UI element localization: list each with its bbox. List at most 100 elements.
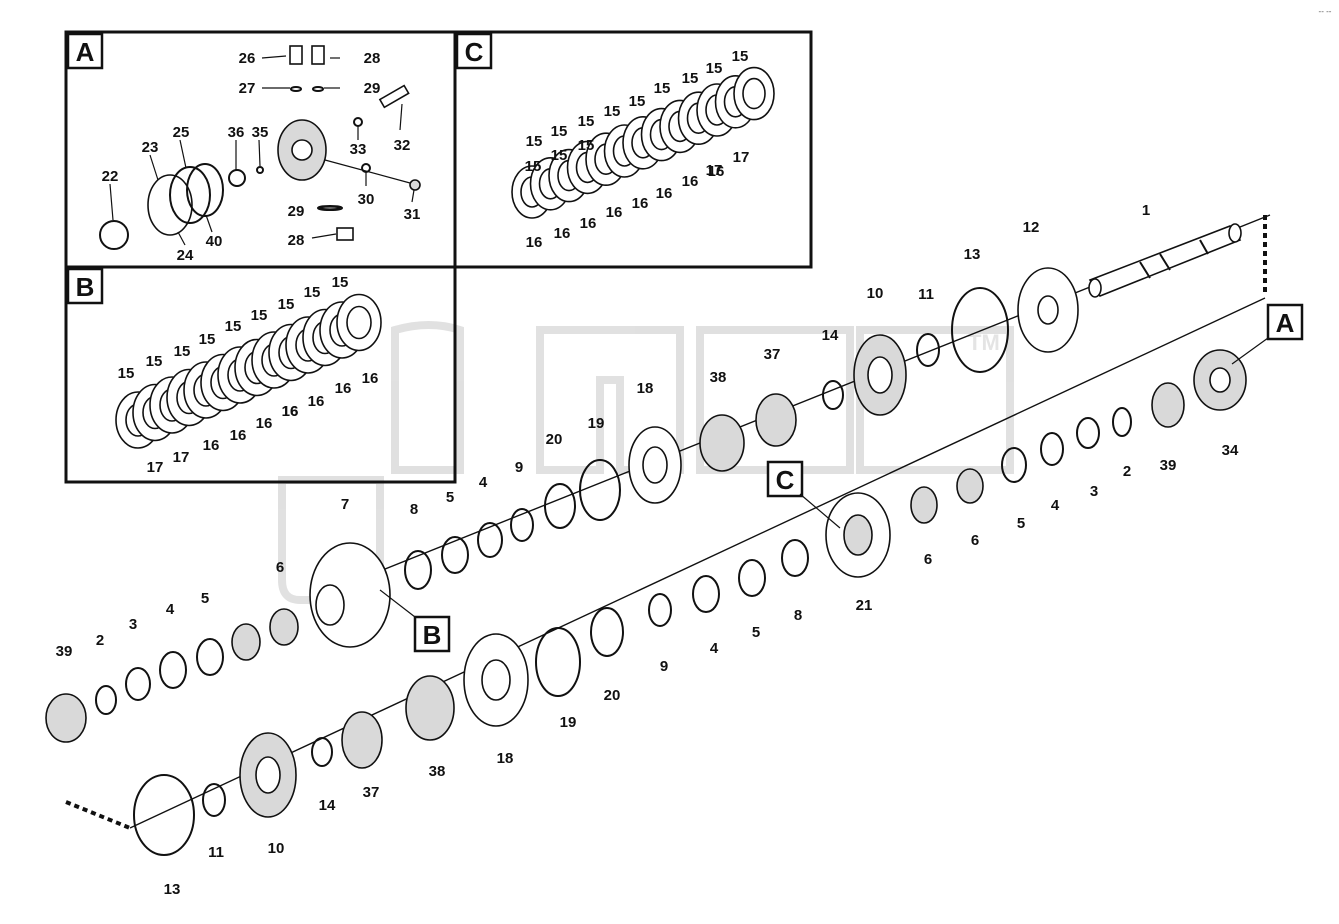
washer-part: [1076, 417, 1100, 449]
washer-part: [1001, 447, 1027, 483]
label-a-31: 31: [404, 206, 421, 223]
label-lower-8: 37: [363, 784, 380, 801]
housing-plate-part: [147, 174, 193, 236]
label-b-19: 16: [362, 370, 379, 387]
label-a-40: 40: [206, 233, 223, 250]
label-a-25: 25: [173, 124, 190, 141]
label-b-4: 15: [225, 318, 242, 335]
label-c-1: 15: [551, 123, 568, 140]
label-b-8: 15: [332, 274, 349, 291]
tag-c: C: [766, 460, 841, 529]
label-main-9: 19: [588, 415, 605, 432]
fitting-part: [289, 45, 303, 65]
main-assembly: A B C 1121311101437381819209458765432396…: [45, 202, 1304, 898]
label-main-22: 6: [924, 551, 932, 568]
washer-part: [196, 638, 224, 676]
label-c-15: 16: [606, 204, 623, 221]
label-c-10: 15: [551, 147, 568, 164]
label-main-23: 6: [971, 532, 979, 549]
label-main-11: 9: [515, 459, 523, 476]
label-a-22: 22: [102, 168, 119, 185]
fitting-part: [336, 227, 354, 241]
label-lower-4: 20: [604, 687, 621, 704]
label-main-0: 1: [1142, 202, 1150, 219]
label-a-27: 27: [239, 80, 256, 97]
detail-box-c-title: C: [465, 37, 484, 67]
label-main-10: 20: [546, 431, 563, 448]
label-b-16: 16: [282, 403, 299, 420]
label-main-30: 21: [856, 597, 873, 614]
washer-part: [159, 651, 187, 689]
label-main-18: 4: [166, 601, 175, 618]
o-ring-part: [99, 220, 129, 250]
taper-bearing-part: [45, 693, 87, 743]
label-c-9: 15: [525, 158, 542, 175]
label-a-26: 26: [239, 50, 256, 67]
label-b-21: 17: [147, 459, 164, 476]
washer-part: [781, 539, 809, 577]
bushing-part: [405, 675, 455, 741]
washer-part: [648, 593, 672, 627]
washer-part: [441, 536, 469, 574]
label-lower-9: 14: [319, 797, 336, 814]
label-c-3: 15: [604, 103, 621, 120]
label-lower-0: 8: [794, 607, 802, 624]
plug-part: [409, 179, 421, 191]
label-a-32: 32: [394, 137, 411, 154]
snap-ring-part: [202, 783, 226, 817]
retaining-ring-part: [544, 483, 576, 529]
label-c-12: 16: [526, 234, 543, 251]
label-main-5: 14: [822, 327, 839, 344]
label-lower-1: 5: [752, 624, 760, 641]
label-main-1: 12: [1023, 219, 1040, 236]
label-c-8: 15: [732, 48, 749, 65]
label-c-5: 15: [654, 80, 671, 97]
washer-part: [692, 575, 720, 613]
detail-box-b-title: B: [76, 272, 95, 302]
label-main-16: 6: [276, 559, 284, 576]
label-c-21: 17: [733, 149, 750, 166]
washer-part: [510, 508, 534, 542]
label-a-33: 33: [350, 141, 367, 158]
label-b-3: 15: [199, 331, 216, 348]
label-lower-6: 18: [497, 750, 514, 767]
label-main-19: 3: [129, 616, 137, 633]
label-main-24: 5: [1017, 515, 1025, 532]
label-lower-7: 38: [429, 763, 446, 780]
clutch-disc-stack-b: [115, 293, 382, 449]
circlip-part: [822, 380, 844, 410]
main-shaft-part: [1088, 223, 1242, 298]
label-main-14: 8: [410, 501, 418, 518]
label-c-4: 15: [629, 93, 646, 110]
label-c-6: 15: [682, 70, 699, 87]
spring-part: [169, 166, 211, 224]
svg-text:C: C: [776, 465, 795, 495]
label-main-21: 39: [56, 643, 73, 660]
detail-box-a-title: A: [76, 37, 95, 67]
label-c-2: 15: [578, 113, 595, 130]
label-lower-3: 9: [660, 658, 668, 675]
seal-ring-part: [951, 287, 1009, 373]
label-lower-2: 4: [710, 640, 719, 657]
label-main-13: 5: [446, 489, 454, 506]
label-b-15: 16: [256, 415, 273, 432]
detail-box-c: C 15151515151515151515151516161616161616…: [453, 30, 813, 269]
bearing-part: [956, 468, 984, 504]
label-a-24: 24: [177, 247, 194, 264]
bearing-part: [910, 486, 938, 524]
clutch-disc-stack-c: [511, 66, 775, 219]
circlip-part: [1112, 407, 1132, 437]
bolt-part: [378, 84, 410, 109]
label-main-28: 39: [1160, 457, 1177, 474]
label-b-13: 16: [203, 437, 220, 454]
label-lower-11: 11: [208, 844, 224, 861]
label-c-14: 16: [580, 215, 597, 232]
label-a-29: 29: [364, 80, 381, 97]
label-b-5: 15: [251, 307, 268, 324]
label-lower-5: 19: [560, 714, 577, 731]
label-main-20: 2: [96, 632, 104, 649]
label-b-6: 15: [278, 296, 295, 313]
ball-part: [256, 166, 264, 174]
